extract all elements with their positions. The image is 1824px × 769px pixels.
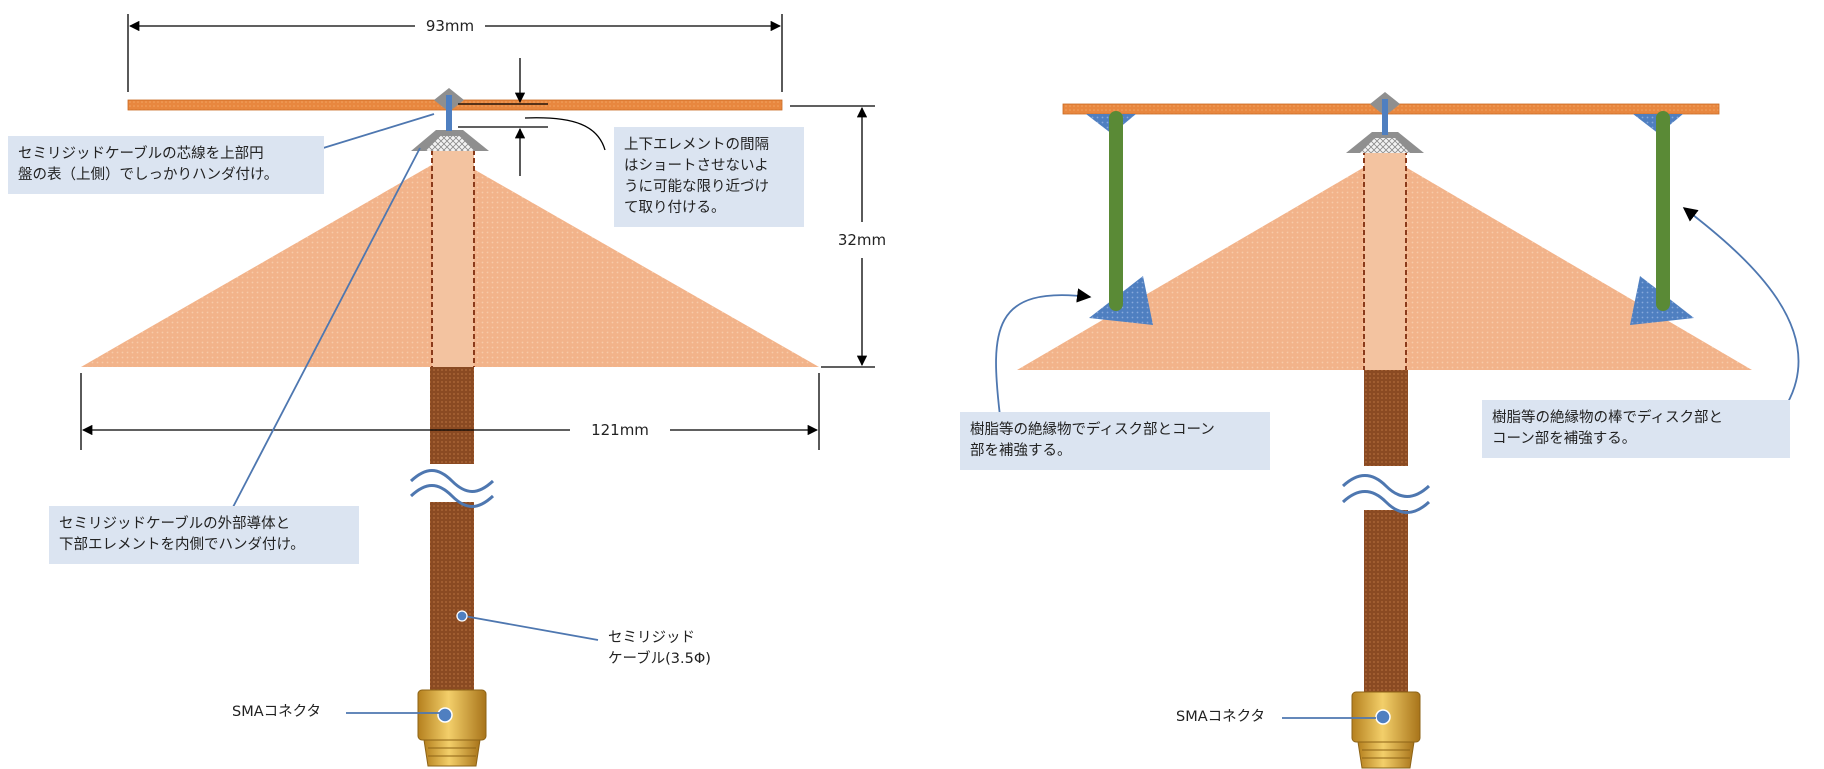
left-break-mark-bottom (409, 484, 495, 508)
right-break-mark-bottom (1341, 490, 1431, 514)
leader-gap-note (524, 117, 606, 151)
right-cone-braid (1360, 138, 1410, 153)
leader-core-solder (319, 113, 435, 150)
right-break-mark-top (1341, 474, 1431, 498)
right-antenna (995, 92, 1800, 769)
leader-reinforce-left (995, 288, 1092, 417)
right-semirigid-cable (1364, 370, 1408, 695)
left-break-mark-top (409, 469, 495, 493)
left-cable-inside-cone (432, 150, 474, 367)
leader-reinforce-right (1682, 207, 1800, 405)
dimension-93mm: 93mm (426, 17, 474, 35)
note-element-gap: 上下エレメントの間隔 はショートさせないよ うに可能な限り近づけ て取り付ける。 (614, 127, 804, 227)
left-center-conductor (446, 95, 452, 131)
right-center-conductor (1382, 99, 1388, 135)
label-sma-connector-left: SMAコネクタ (232, 704, 322, 720)
dimension-32mm: 32mm (838, 231, 886, 249)
leader-outer-solder (231, 147, 421, 510)
left-cone-braid (425, 136, 475, 151)
left-antenna: 93mm 32mm 121mm (80, 14, 886, 767)
left-sma-connector (417, 689, 487, 767)
right-cable-inside-cone (1364, 150, 1406, 370)
note-reinforce-left: 樹脂等の絶縁物でディスク部とコーン 部を補強する。 (960, 412, 1270, 470)
label-sma-connector-right: SMAコネクタ (1176, 709, 1266, 725)
note-reinforce-right: 樹脂等の絶縁物の棒でディスク部と コーン部を補強する。 (1482, 400, 1790, 458)
right-sma-connector (1351, 691, 1421, 769)
note-outer-solder: セミリジッドケーブルの外部導体と 下部エレメントを内側でハンダ付け。 (49, 506, 359, 564)
label-semirigid-cable: セミリジッド ケーブル(3.5Φ) (608, 630, 711, 667)
cable-pointer-dot (456, 610, 468, 622)
leader-cable (463, 615, 599, 641)
note-core-solder: セミリジッドケーブルの芯線を上部円 盤の表（上側）でしっかりハンダ付け。 (8, 136, 324, 194)
dimension-121mm: 121mm (591, 421, 649, 439)
left-semirigid-cable (430, 367, 474, 697)
